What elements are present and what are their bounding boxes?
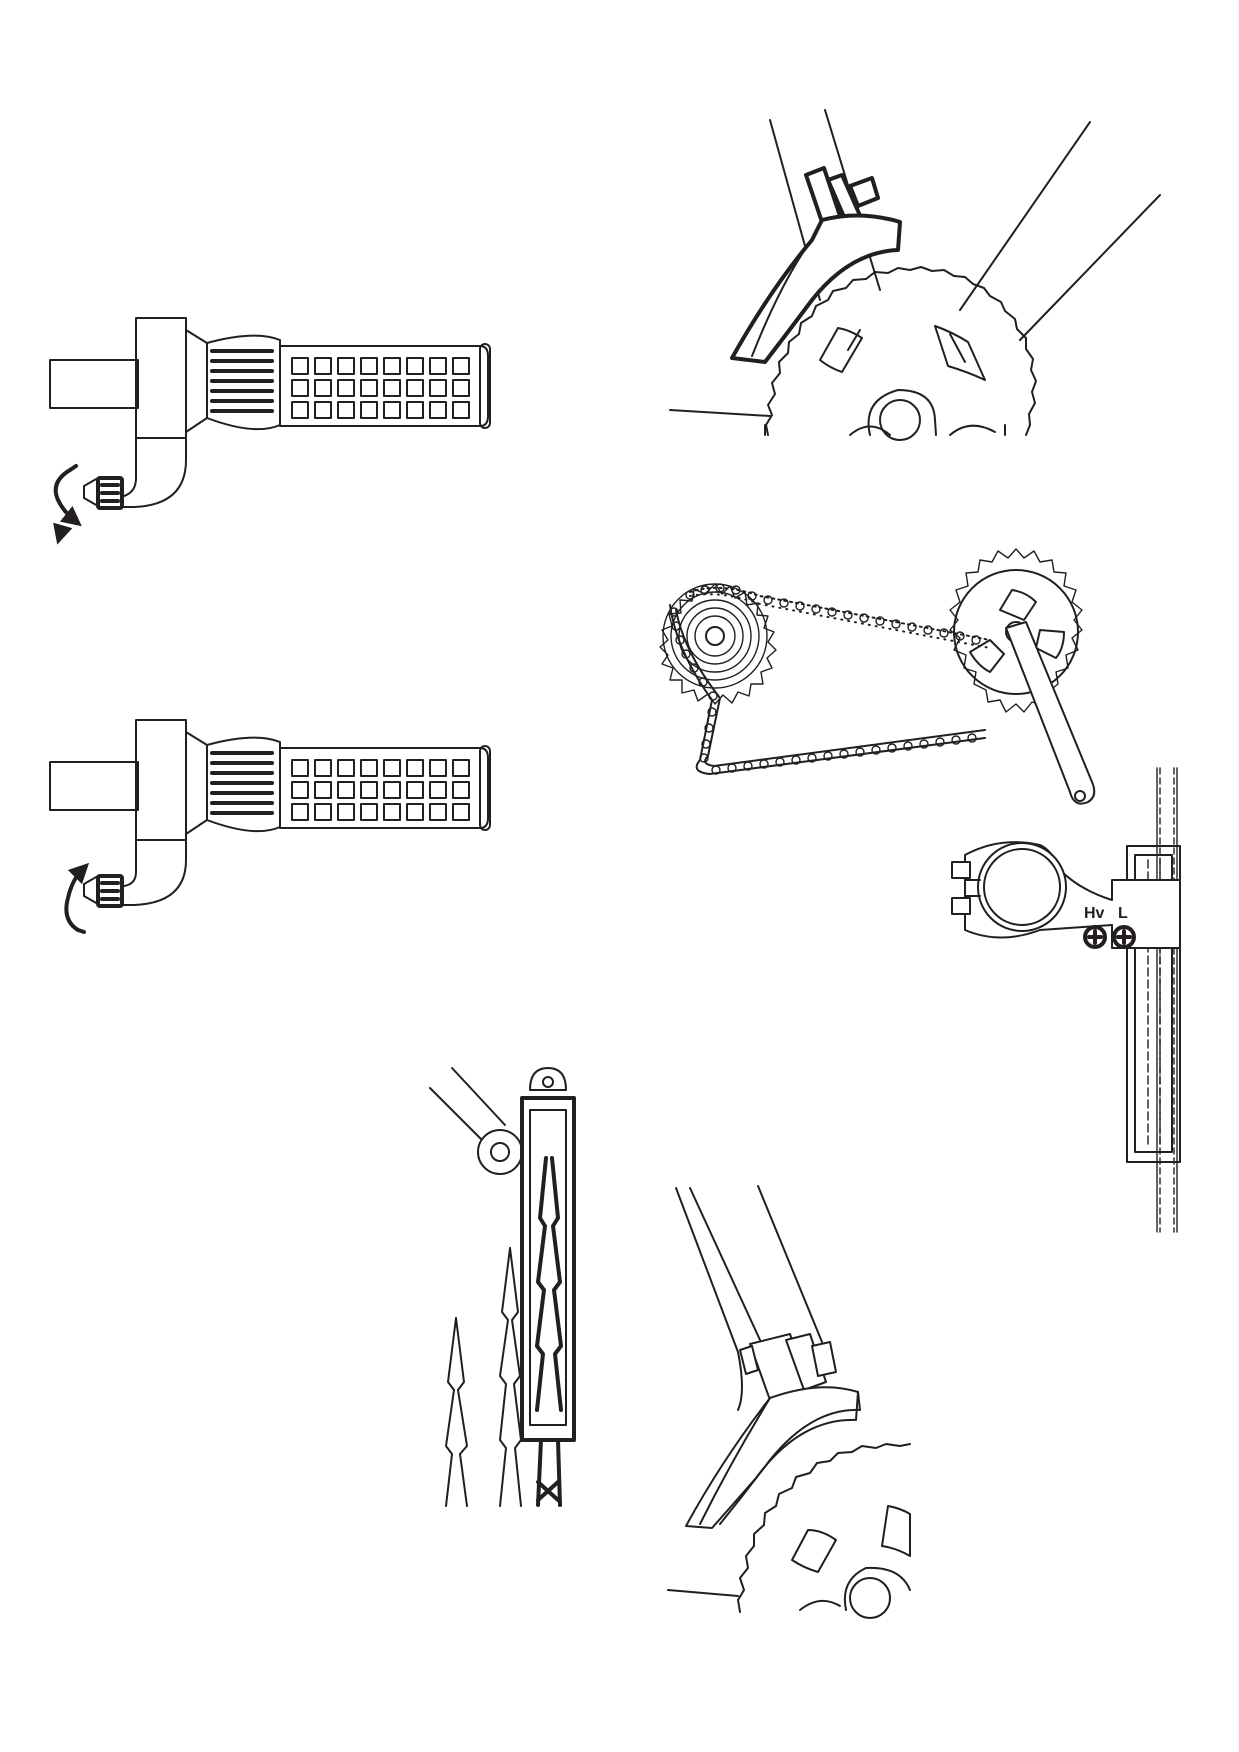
high-limit-screw-label: Hv [1084, 905, 1105, 922]
chainring-teeth-top [765, 266, 1037, 436]
grip-ribs [210, 349, 274, 413]
tooth-profile-far-left [499, 1247, 522, 1507]
chainring-teeth-bottom [737, 1443, 911, 1613]
derailleur-top-icon [669, 109, 1161, 441]
shifter-middle-icon [49, 719, 491, 934]
cage-alignment-icon [429, 1067, 576, 1507]
grip-ribs [210, 751, 274, 815]
high-limit-screw-icon [1083, 925, 1107, 949]
tooth-profile-in-cage [535, 1156, 563, 1507]
grip-texture-grid [291, 357, 470, 419]
chain-loop [669, 583, 991, 775]
grip-texture-grid [291, 759, 470, 821]
shifter-top-icon [49, 317, 491, 545]
low-limit-screw-icon [1112, 925, 1136, 949]
chain-rollers [669, 583, 981, 775]
low-limit-screw-label: L [1118, 905, 1128, 922]
drivetrain-icon [659, 548, 1096, 805]
limit-screws-icon: Hv L [951, 767, 1181, 1233]
crankset [949, 548, 1096, 805]
tooth-profile-left [445, 1317, 468, 1507]
derailleur-bottom-icon [667, 1185, 911, 1619]
cassette [659, 583, 777, 705]
